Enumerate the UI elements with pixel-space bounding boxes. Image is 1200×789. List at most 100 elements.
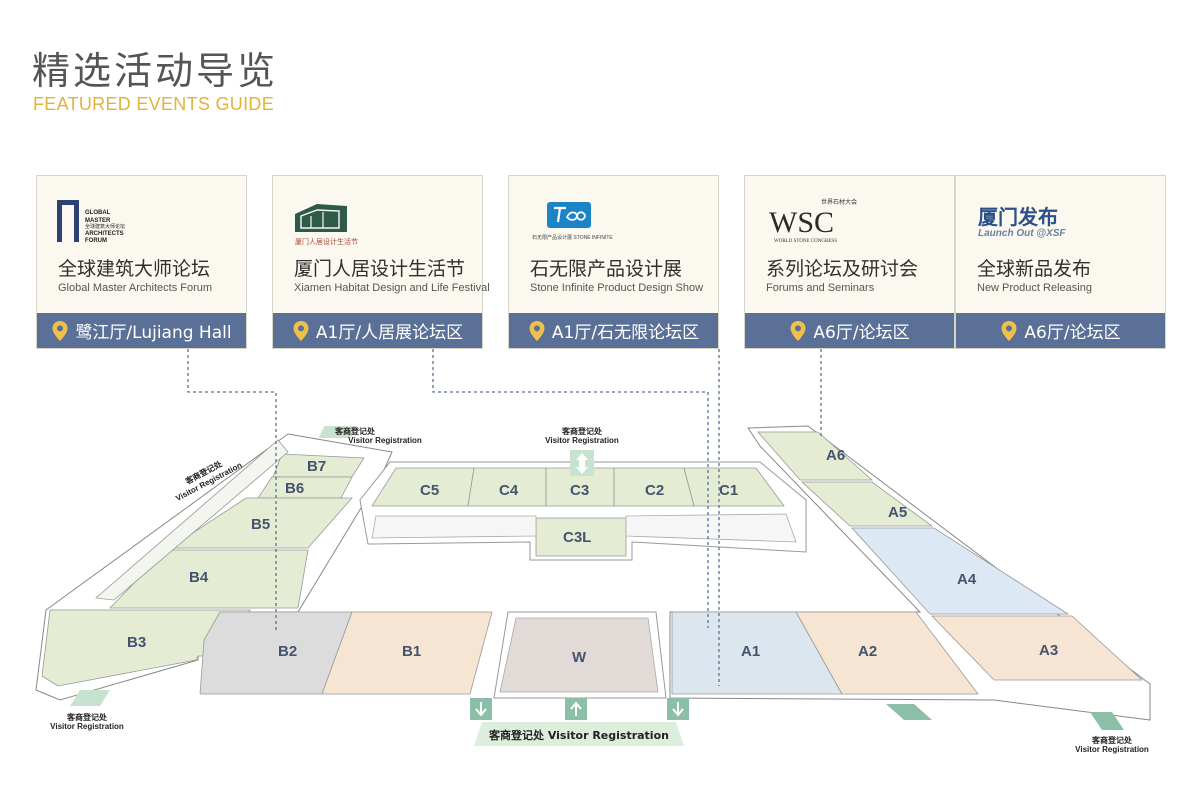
event-location-bar: A1厅/人居展论坛区 (273, 313, 482, 348)
svg-text:厦门人居设计生活节: 厦门人居设计生活节 (295, 237, 358, 246)
svg-text:Visitor Registration: Visitor Registration (348, 436, 422, 445)
hall-a5[interactable] (800, 481, 934, 527)
hall-label: B3 (127, 634, 146, 651)
hall-b6[interactable] (257, 476, 353, 499)
svg-text:石无限产品设计展 STONE INFINITE: 石无限产品设计展 STONE INFINITE (532, 234, 613, 241)
hall-label: B4 (189, 569, 209, 586)
svg-text:全球建筑大师论坛: 全球建筑大师论坛 (85, 223, 125, 230)
page-subtitle: FEATURED EVENTS GUIDE (33, 94, 274, 114)
hall-label: W (572, 649, 587, 666)
svg-text:FORUM: FORUM (85, 238, 107, 244)
registration-marker-south-west[interactable]: 客商登记处 Visitor Registration (50, 690, 124, 731)
west-corridor (95, 439, 289, 601)
arrow-down-icon (475, 702, 487, 717)
event-location-bar: A6厅/论坛区 (745, 313, 954, 348)
hall-label: C3 (570, 482, 589, 499)
event-name-zh: 石无限产品设计展 (530, 258, 683, 280)
event-card-global-master-architects[interactable]: GLOBAL MASTER 全球建筑大师论坛 ARCHITECTS FORUM … (36, 175, 247, 349)
hall-label: A1 (741, 643, 760, 660)
svg-text:WORLD STONE CONGRESS: WORLD STONE CONGRESS (774, 239, 837, 244)
location-pin-icon (1001, 320, 1017, 341)
hall-b2[interactable] (199, 611, 353, 695)
hall-a4[interactable] (851, 527, 1070, 615)
svg-text:Visitor Registration: Visitor Registration (1075, 745, 1149, 754)
svg-text:WSC: WSC (769, 206, 834, 239)
hall-label: B5 (251, 516, 270, 533)
leader-lines (187, 349, 822, 686)
event-location-bar: 鹭江厅/Lujiang Hall (37, 313, 246, 348)
hall-b1[interactable] (321, 611, 493, 695)
event-name-en: Xiamen Habitat Design and Life Festival (294, 282, 490, 294)
event-name-en: Forums and Seminars (766, 282, 875, 294)
hall-label: B6 (285, 480, 304, 497)
hall-label: A5 (888, 504, 907, 521)
location-pin-icon (52, 320, 68, 341)
event-location: A1厅/石无限论坛区 (551, 323, 700, 343)
stone-infinite-logo: 石无限产品设计展 STONE INFINITE (532, 202, 613, 241)
event-card-forums-seminars[interactable]: 世界石材大会 WSC WORLD STONE CONGRESS 系列论坛及研讨会… (744, 175, 955, 349)
svg-text:Launch Out @XSF: Launch Out @XSF (978, 228, 1066, 239)
xiamen-habitat-logo: 厦门人居设计生活节 (295, 204, 358, 246)
event-card-new-product[interactable]: 厦门发布 Launch Out @XSF 全球新品发布 New Product … (955, 175, 1166, 349)
svg-text:MASTER: MASTER (85, 218, 111, 224)
registration-main-label: 客商登记处 Visitor Registration (488, 728, 669, 742)
registration-marker-north-west[interactable]: 客商登记处 Visitor Registration (318, 426, 422, 445)
hall-c3l[interactable] (535, 517, 627, 557)
hall-label: C5 (420, 482, 439, 499)
hall-label: C2 (645, 482, 664, 499)
double-arrow-icon (576, 453, 588, 474)
hall-label: B1 (402, 643, 421, 660)
hall-a3[interactable] (931, 615, 1144, 681)
svg-text:GLOBAL: GLOBAL (85, 210, 111, 216)
registration-marker-north[interactable]: 客商登记处 Visitor Registration (545, 426, 619, 476)
hall-label: C1 (719, 482, 738, 499)
hall-label: B7 (307, 458, 326, 475)
event-card-stone-infinite[interactable]: 石无限产品设计展 STONE INFINITE 石无限产品设计展 Stone I… (508, 175, 719, 349)
event-name-en: New Product Releasing (977, 282, 1092, 294)
svg-text:厦门发布: 厦门发布 (978, 205, 1058, 229)
launch-out-logo: 厦门发布 Launch Out @XSF (978, 205, 1066, 239)
location-pin-icon (293, 320, 309, 341)
hall-b4[interactable] (109, 549, 309, 609)
event-location: 鹭江厅/Lujiang Hall (75, 323, 232, 343)
hall-label: B2 (278, 643, 297, 660)
north-arc-walkway (371, 513, 797, 543)
svg-text:Visitor Registration: Visitor Registration (545, 436, 619, 445)
hall-a6[interactable] (757, 431, 874, 481)
wsc-logo: 世界石材大会 WSC WORLD STONE CONGRESS (769, 198, 857, 244)
event-name-zh: 全球新品发布 (977, 258, 1092, 280)
svg-text:ARCHITECTS: ARCHITECTS (85, 231, 124, 237)
event-location-bar: A6厅/论坛区 (956, 313, 1165, 348)
event-name-en: Stone Infinite Product Design Show (530, 282, 704, 294)
svg-text:客商登记处: 客商登记处 (561, 426, 603, 436)
event-location: A6厅/论坛区 (813, 323, 910, 343)
gma-forum-logo: GLOBAL MASTER 全球建筑大师论坛 ARCHITECTS FORUM (57, 200, 125, 244)
svg-text:世界石材大会: 世界石材大会 (821, 198, 857, 206)
svg-text:客商登记处: 客商登记处 (334, 426, 376, 436)
event-name-zh: 厦门人居设计生活节 (294, 258, 466, 280)
event-name-en: Global Master Architects Forum (58, 282, 213, 294)
event-location: A6厅/论坛区 (1024, 323, 1121, 343)
hall-label: A2 (858, 643, 877, 660)
registration-marker-east[interactable]: 客商登记处 Visitor Registration (886, 704, 1149, 754)
event-location-bar: A1厅/石无限论坛区 (509, 313, 718, 348)
event-card-xiamen-habitat[interactable]: 厦门人居设计生活节 厦门人居设计生活节 Xiamen Habitat Desig… (272, 175, 490, 349)
svg-text:客商登记处: 客商登记处 (1091, 735, 1133, 745)
hall-label: A3 (1039, 642, 1058, 659)
location-pin-icon (790, 320, 806, 341)
hall-label: A4 (957, 571, 977, 588)
arrow-down-icon (672, 702, 684, 717)
hall-a2[interactable] (795, 611, 979, 695)
hall-w[interactable] (499, 617, 659, 693)
location-pin-icon (529, 320, 545, 341)
hall-label: A6 (826, 447, 845, 464)
arrow-up-icon (570, 701, 582, 716)
event-location: A1厅/人居展论坛区 (315, 323, 464, 343)
hall-label: C4 (499, 482, 519, 499)
page-title: 精选活动导览 (32, 49, 279, 93)
event-name-zh: 全球建筑大师论坛 (58, 258, 211, 280)
registration-marker-main[interactable]: 客商登记处 Visitor Registration (470, 698, 689, 746)
hall-label: C3L (563, 529, 591, 546)
hall-c1[interactable] (683, 467, 785, 507)
